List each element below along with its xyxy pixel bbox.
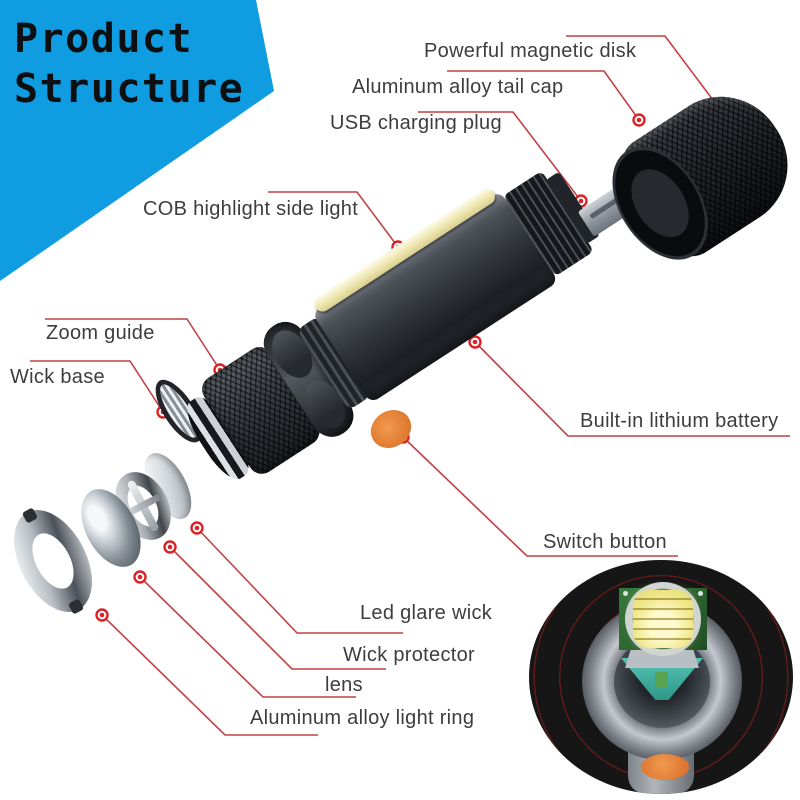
leader-line-usb-charging-plug: [418, 111, 582, 202]
marker-dot-core: [472, 339, 478, 345]
led-closeup-inset: [529, 560, 793, 794]
marker-dot-core: [167, 544, 173, 550]
label-switch-button: Switch button: [543, 531, 667, 553]
page-title-line2: Structure: [14, 66, 245, 112]
label-lens: lens: [325, 674, 363, 696]
leader-line-built-in-lithium-battery: [474, 341, 790, 437]
page-title: Product Structure: [14, 14, 244, 114]
leader-line-lens: [139, 576, 356, 698]
label-cob-highlight-side-light: COB highlight side light: [143, 198, 359, 220]
label-built-in-lithium-battery: Built-in lithium battery: [580, 410, 779, 432]
label-usb-charging-plug: USB charging plug: [330, 112, 502, 134]
inset-led-chip: [655, 672, 668, 687]
leader-line-aluminum-alloy-light-ring: [101, 614, 318, 736]
label-aluminum-alloy-light-ring: Aluminum alloy light ring: [250, 707, 475, 729]
marker-dot-core: [636, 117, 642, 123]
label-aluminum-alloy-tail-cap: Aluminum alloy tail cap: [352, 76, 564, 98]
label-wick-protector: Wick protector: [343, 644, 476, 666]
leader-line-switch-button: [402, 436, 678, 557]
leader-line-led-glare-wick: [196, 527, 403, 634]
leader-line-wick-base: [30, 360, 164, 413]
leader-line-powerful-magnetic-disk: [566, 35, 732, 125]
inset-switch-button: [641, 754, 689, 780]
leader-line-cob-highlight-side-light: [268, 191, 399, 248]
marker-dot-core: [137, 574, 143, 580]
label-powerful-magnetic-disk: Powerful magnetic disk: [424, 40, 637, 62]
label-led-glare-wick: Led glare wick: [360, 602, 493, 624]
leader-line-aluminum-alloy-tail-cap: [447, 70, 640, 121]
leader-line-wick-protector: [169, 546, 386, 670]
page-title-line1: Product: [14, 16, 194, 62]
inset-yellow-led: [633, 590, 693, 648]
marker-dot-core: [99, 612, 105, 618]
marker-dot-core: [194, 525, 200, 531]
marker-dot-core: [578, 198, 584, 204]
label-wick-base: Wick base: [10, 366, 105, 388]
leader-line-zoom-guide: [45, 318, 221, 371]
label-zoom-guide: Zoom guide: [46, 322, 155, 344]
